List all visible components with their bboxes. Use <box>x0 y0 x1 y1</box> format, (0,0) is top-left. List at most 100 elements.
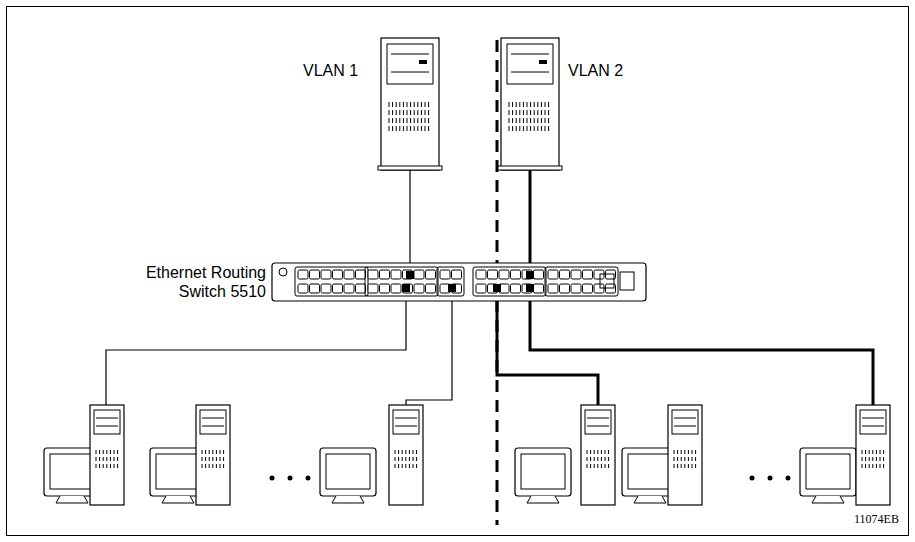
stroke <box>583 270 593 279</box>
stroke <box>419 60 427 64</box>
stroke <box>391 284 401 293</box>
stroke <box>695 464 696 468</box>
stroke <box>409 457 410 461</box>
stroke <box>509 118 510 123</box>
stroke <box>414 118 415 123</box>
stroke <box>587 418 609 419</box>
stroke <box>601 457 602 461</box>
stroke <box>548 102 549 107</box>
stroke <box>526 271 534 279</box>
stroke <box>356 284 366 293</box>
stroke <box>684 457 685 461</box>
stroke <box>103 450 104 454</box>
stroke <box>590 464 591 468</box>
stroke <box>523 110 524 115</box>
stroke <box>548 126 549 131</box>
stroke <box>865 450 866 454</box>
stroke <box>512 110 513 115</box>
stroke <box>114 464 115 468</box>
stroke <box>534 284 544 293</box>
stroke <box>421 126 422 131</box>
stroke <box>220 457 221 461</box>
stroke <box>407 126 408 131</box>
monitor <box>320 448 376 496</box>
stroke <box>684 450 685 454</box>
stroke <box>883 464 884 468</box>
stroke <box>688 457 689 461</box>
stroke <box>605 457 606 461</box>
stroke <box>417 110 418 115</box>
stroke <box>516 102 517 107</box>
stroke <box>106 464 107 468</box>
stroke <box>416 450 417 454</box>
stroke <box>99 457 100 461</box>
stroke <box>205 464 206 468</box>
stroke <box>405 464 406 468</box>
frame <box>7 7 909 536</box>
stroke <box>862 464 863 468</box>
stroke <box>368 270 378 279</box>
stroke <box>560 270 570 279</box>
stroke <box>391 54 429 55</box>
stroke <box>396 102 397 107</box>
stroke <box>396 126 397 131</box>
stroke <box>368 284 378 293</box>
stroke <box>512 118 513 123</box>
stroke <box>590 457 591 461</box>
stroke <box>96 450 97 454</box>
stroke <box>587 426 609 427</box>
workstations <box>44 405 890 505</box>
pc-tower <box>856 405 890 505</box>
stroke <box>608 457 609 461</box>
stroke <box>410 126 411 131</box>
stroke <box>493 284 501 292</box>
stroke <box>223 450 224 454</box>
stroke <box>391 270 401 279</box>
stroke <box>534 118 535 123</box>
stroke <box>534 102 535 107</box>
stroke <box>428 118 429 123</box>
stroke <box>507 44 553 84</box>
stroke <box>425 118 426 123</box>
stroke <box>321 270 331 279</box>
stroke <box>403 284 413 293</box>
stroke <box>395 450 396 454</box>
stroke <box>545 267 618 296</box>
stroke <box>209 464 210 468</box>
stroke <box>212 450 213 454</box>
stroke <box>403 102 404 107</box>
stroke <box>523 118 524 123</box>
ethernet-switch <box>272 263 646 301</box>
server-towers <box>378 38 562 170</box>
stroke <box>681 450 682 454</box>
stroke <box>389 126 390 131</box>
stroke <box>417 126 418 131</box>
stroke <box>511 72 549 73</box>
stroke <box>356 270 366 279</box>
stroke <box>413 450 414 454</box>
stroke <box>597 457 598 461</box>
stroke <box>407 118 408 123</box>
stroke <box>872 464 873 468</box>
stroke <box>601 450 602 454</box>
stroke <box>106 457 107 461</box>
stroke <box>398 464 399 468</box>
stroke <box>519 110 520 115</box>
stroke <box>99 464 100 468</box>
stroke <box>212 457 213 461</box>
stroke <box>437 267 464 296</box>
stroke <box>298 284 308 293</box>
pc-tower <box>581 405 615 505</box>
stroke <box>156 454 200 489</box>
stroke <box>862 450 863 454</box>
stroke <box>876 457 877 461</box>
stroke <box>594 457 595 461</box>
stroke <box>392 110 393 115</box>
stroke <box>537 118 538 123</box>
stroke <box>530 110 531 115</box>
stroke <box>403 110 404 115</box>
stroke <box>806 454 850 489</box>
stroke <box>321 284 331 293</box>
stroke <box>414 270 424 279</box>
stroke <box>509 102 510 107</box>
